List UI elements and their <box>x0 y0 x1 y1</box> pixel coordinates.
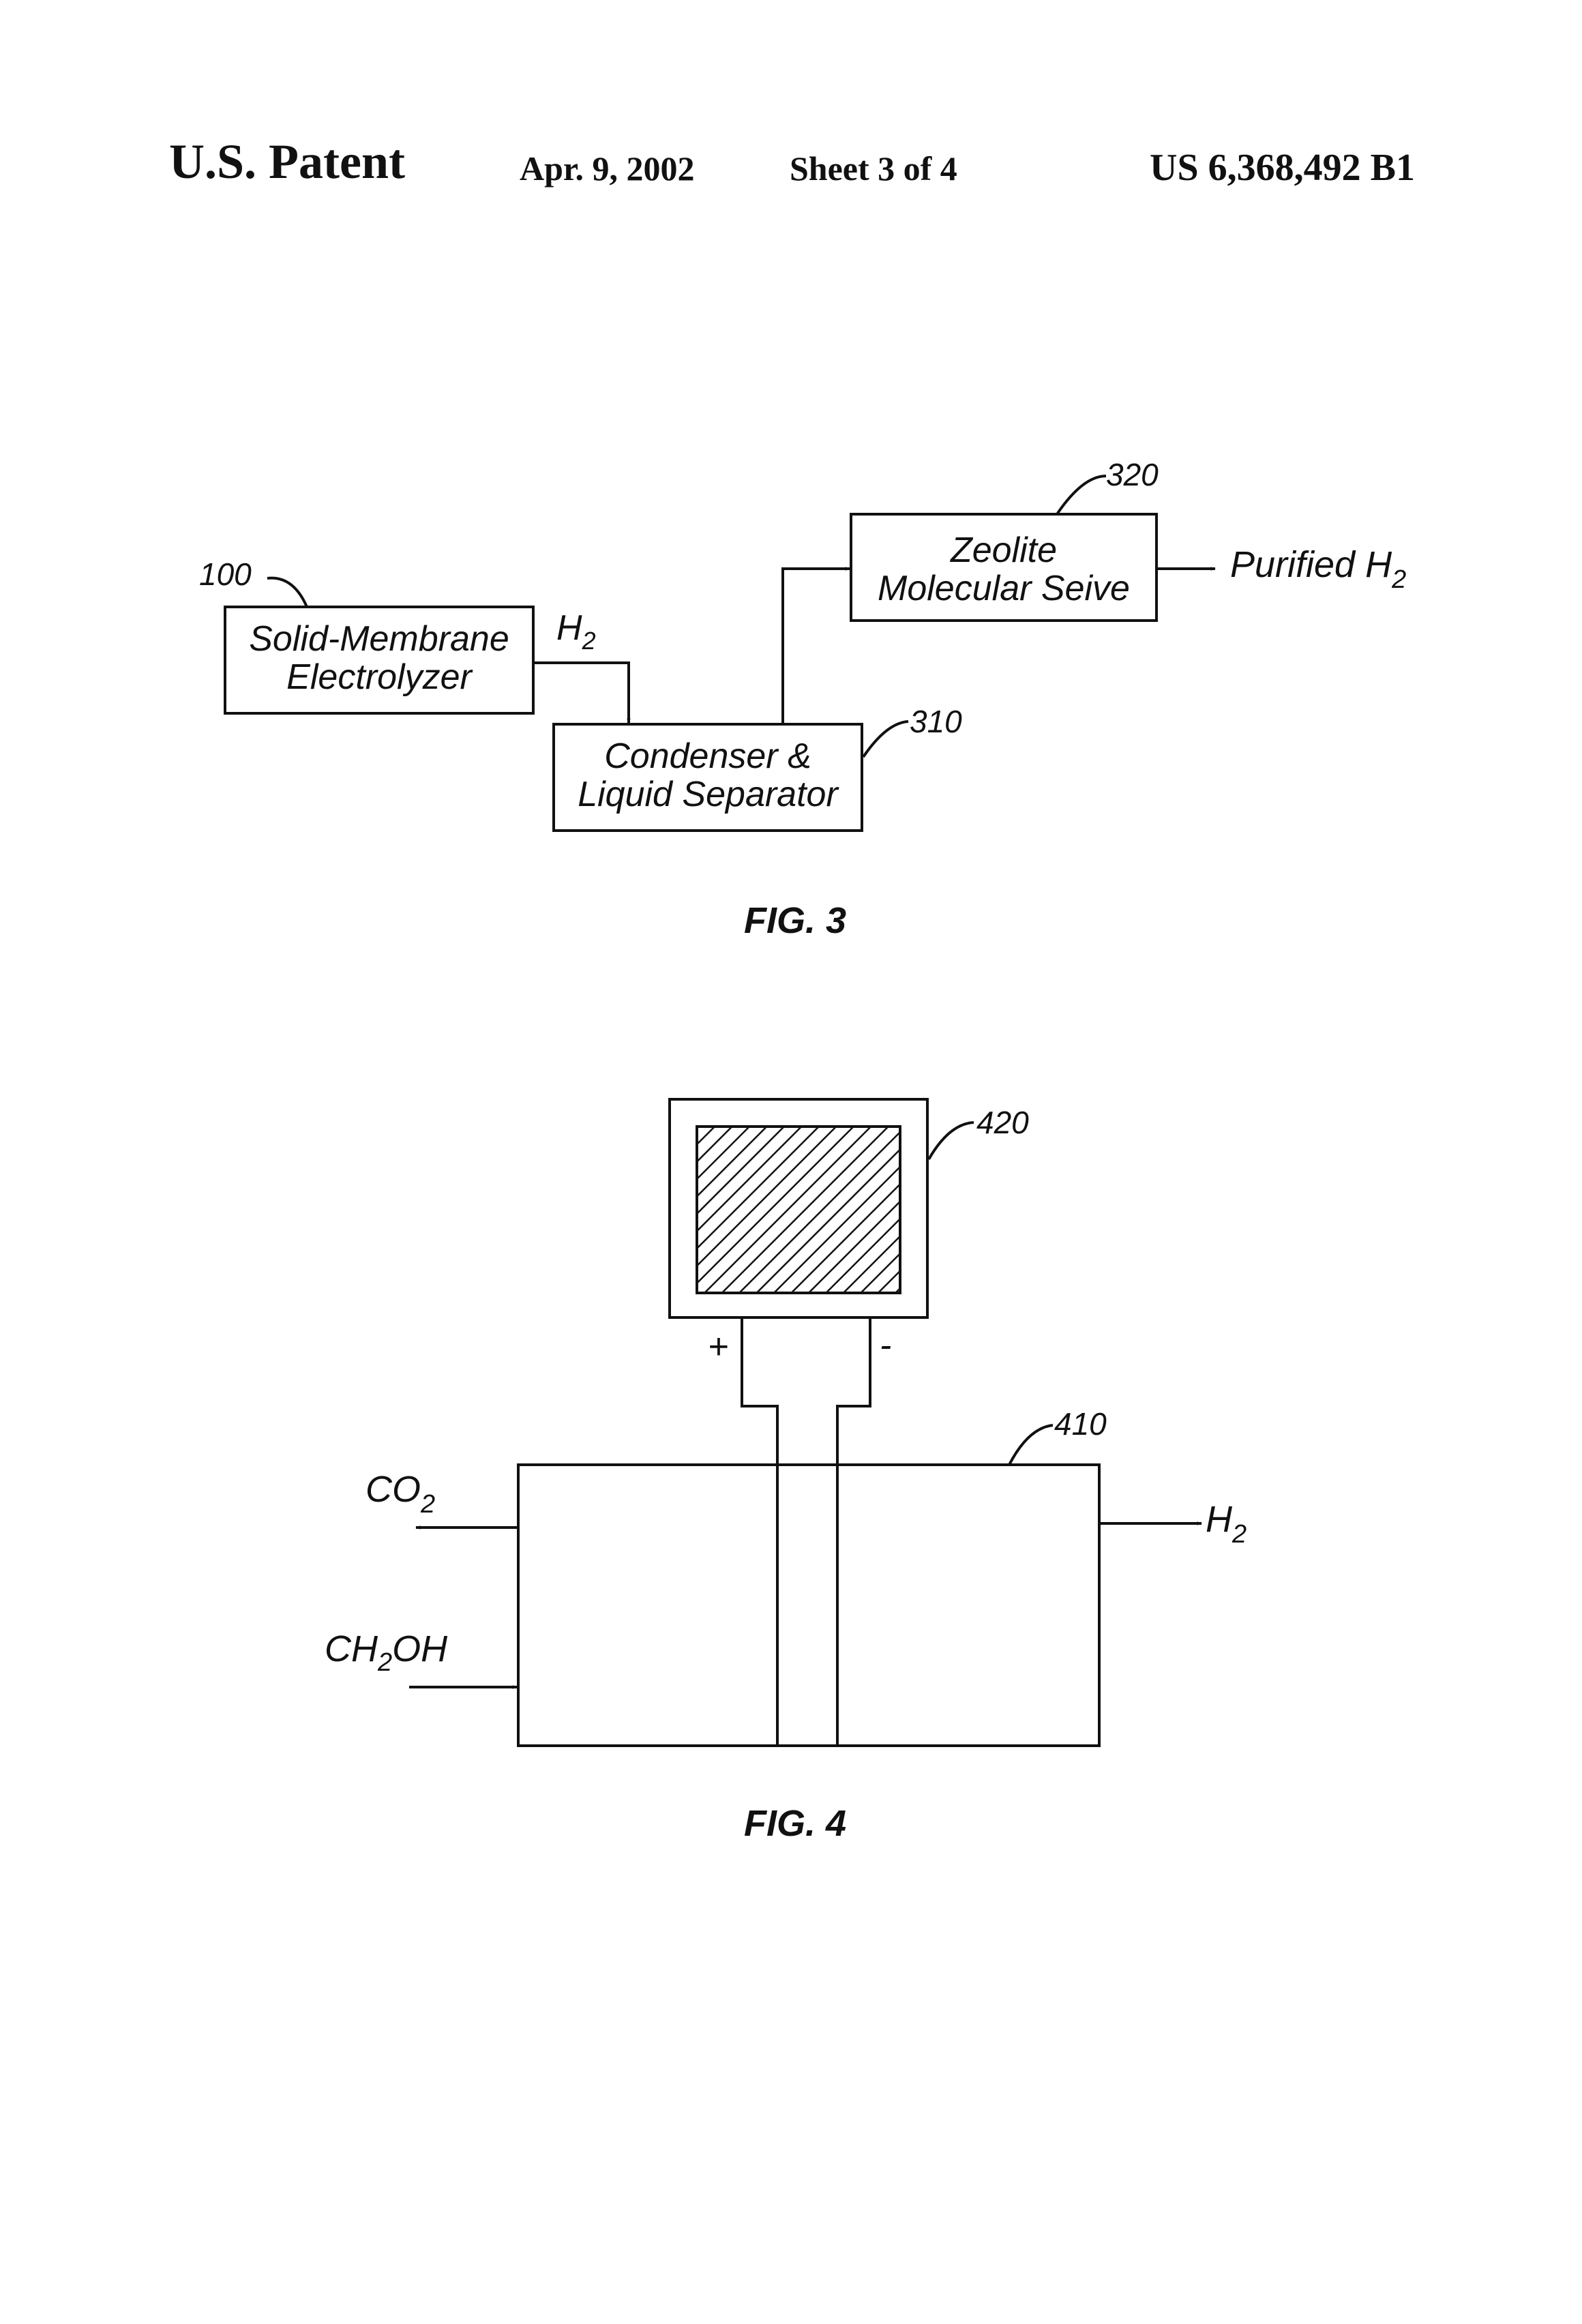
electrolyzer-label-line2: Electrolyzer <box>286 657 473 697</box>
sieve-label-line1: Zeolite <box>949 531 1057 570</box>
plus-terminal: + <box>708 1327 728 1367</box>
positive-lead <box>742 1317 777 1746</box>
co2-label: CO2 <box>365 1469 435 1519</box>
power-source-hatched-panel <box>697 1127 900 1293</box>
minus-terminal: - <box>880 1326 891 1365</box>
fig4-caption: FIG. 4 <box>744 1803 846 1844</box>
ref-310: 310 <box>910 704 962 739</box>
ref-420-leader <box>929 1122 974 1159</box>
ch2oh-label: CH2OH <box>325 1628 448 1677</box>
ref-410-leader <box>1009 1425 1053 1465</box>
h2-flow-arrow <box>533 663 629 723</box>
sieve-block: Zeolite Molecular Seive 320 <box>851 457 1159 621</box>
h2-flow-label: H2 <box>556 608 596 655</box>
ref-310-leader <box>863 721 908 757</box>
negative-lead <box>837 1317 870 1746</box>
ref-320-leader <box>1057 476 1106 514</box>
ref-100: 100 <box>199 556 252 592</box>
ref-420: 420 <box>976 1105 1029 1140</box>
cell-box <box>518 1465 1099 1746</box>
condenser-block: Condenser & Liquid Separator 310 <box>554 704 962 831</box>
sieve-label-line2: Molecular Seive <box>878 569 1130 608</box>
ref-320: 320 <box>1106 457 1159 492</box>
fig4-diagram: 420 + - 410 CO2 CH2OH H2 FIG. 4 <box>325 1099 1247 1844</box>
ref-100-leader <box>267 578 307 607</box>
purified-h2-label: Purified H2 <box>1230 544 1406 594</box>
power-source-block: 420 <box>670 1099 1029 1317</box>
condenser-label-line2: Liquid Separator <box>578 775 839 814</box>
electrolyzer-block: Solid-Membrane Electrolyzer 100 <box>199 556 533 713</box>
h2-outlet-label: H2 <box>1206 1499 1247 1549</box>
electrolyzer-label-line1: Solid-Membrane <box>249 619 509 659</box>
condenser-label-line1: Condenser & <box>604 736 811 776</box>
cell-block: 410 <box>518 1406 1107 1746</box>
fig3-caption: FIG. 3 <box>744 900 846 941</box>
condenser-to-sieve-arrow <box>783 569 850 724</box>
ref-410: 410 <box>1054 1406 1107 1442</box>
fig3-diagram: Solid-Membrane Electrolyzer 100 H2 Conde… <box>199 457 1406 941</box>
